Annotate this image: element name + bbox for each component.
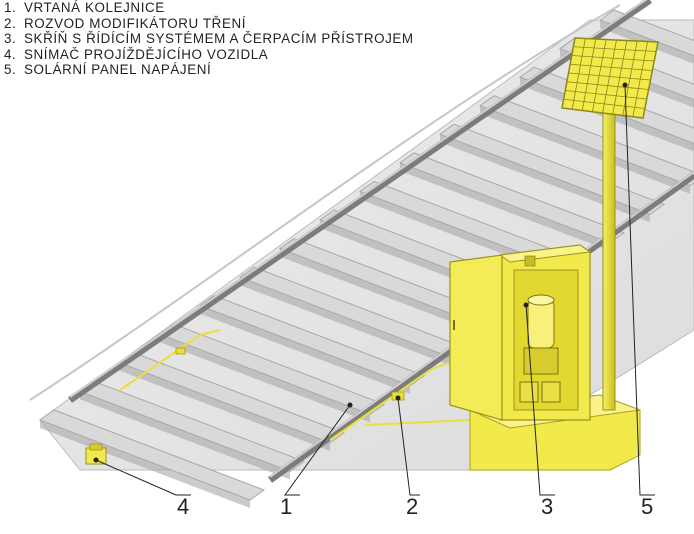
battery	[541, 381, 561, 403]
friction-modifier-distribution	[119, 329, 471, 441]
callout-number-3: 3	[541, 494, 554, 519]
leader-1	[284, 404, 351, 496]
legend-item: 4. SNÍMAČ PROJÍŽDĚJÍCÍHO VOZIDLA	[4, 47, 414, 63]
solar-pole	[602, 111, 616, 411]
sleeper-side	[400, 162, 610, 251]
panel-grid-line	[612, 40, 628, 115]
leader-3	[525, 304, 555, 496]
legend-item: 2. ROZVOD MODIFIKÁTORU TŘENÍ	[4, 16, 414, 32]
sleeper	[478, 95, 694, 187]
panel-grid-line	[568, 72, 651, 81]
sleeper	[398, 152, 626, 244]
pump-reservoir	[527, 299, 555, 349]
rail-left-head	[69, 0, 648, 398]
battery	[519, 381, 539, 403]
cabinet-door	[449, 254, 503, 421]
rail-left-body	[68, 0, 652, 403]
legend-item-label: SOLÁRNÍ PANEL NAPÁJENÍ	[24, 62, 212, 77]
sleeper-side	[280, 248, 490, 337]
legend-item: 5. SOLÁRNÍ PANEL NAPÁJENÍ	[4, 62, 414, 78]
distribution-hose	[329, 361, 451, 441]
panel-grid-line	[566, 81, 649, 90]
sleeper	[198, 295, 426, 387]
ballast-edge	[29, 4, 621, 401]
leader-5	[624, 84, 655, 496]
legend-item-number: 1.	[4, 0, 17, 15]
legend-item-number: 2.	[4, 15, 17, 31]
legend: 1. VRTANÁ KOLEJNICE 2. ROZVOD MODIFIKÁTORU…	[4, 0, 414, 78]
callout-number-4: 4	[177, 494, 190, 519]
legend-item-label: ROZVOD MODIFIKÁTORU TŘENÍ	[24, 15, 247, 31]
sleeper-side	[160, 334, 370, 423]
leader-2	[397, 397, 420, 496]
sleeper-side	[200, 305, 410, 394]
distribution-nozzle	[175, 347, 186, 355]
legend-item-number: 4.	[4, 46, 17, 62]
sleeper-side	[120, 362, 330, 451]
legend-item: 3. SKŘÍŇ S ŘÍDÍCÍM SYSTÉMEM A ČERPACÍM PŘ…	[4, 31, 414, 47]
solar-panel	[561, 37, 659, 119]
distribution-hose	[119, 329, 221, 391]
panel-grid-line	[632, 41, 649, 117]
legend-item: 1. VRTANÁ KOLEJNICE	[4, 0, 414, 16]
sleeper-side	[480, 105, 690, 194]
callout-number-1: 1	[280, 494, 293, 519]
legend-item-label: SNÍMAČ PROJÍŽDĚJÍCÍHO VOZIDLA	[24, 46, 269, 62]
panel-grid-line	[565, 90, 647, 100]
sleeper-side	[40, 420, 250, 508]
leader-4	[95, 459, 191, 496]
control-cabinet	[449, 244, 592, 421]
legend-item-number: 3.	[4, 31, 17, 46]
legend-item-label: VRTANÁ KOLEJNICE	[24, 0, 165, 15]
vehicle-sensor	[85, 443, 107, 465]
legend-item-number: 5.	[4, 62, 17, 77]
panel-grid-line	[563, 98, 645, 109]
distribution-hose	[364, 419, 471, 426]
sleeper-side	[240, 277, 450, 366]
sleeper-side	[80, 391, 290, 480]
sleeper-side	[440, 134, 650, 223]
callout-number-2: 2	[406, 494, 419, 519]
callout-leaders	[93, 82, 655, 496]
legend-item-label: SKŘÍŇ S ŘÍDÍCÍM SYSTÉMEM A ČERPACÍM PŘÍS…	[24, 31, 414, 46]
callout-number-5: 5	[641, 494, 654, 519]
